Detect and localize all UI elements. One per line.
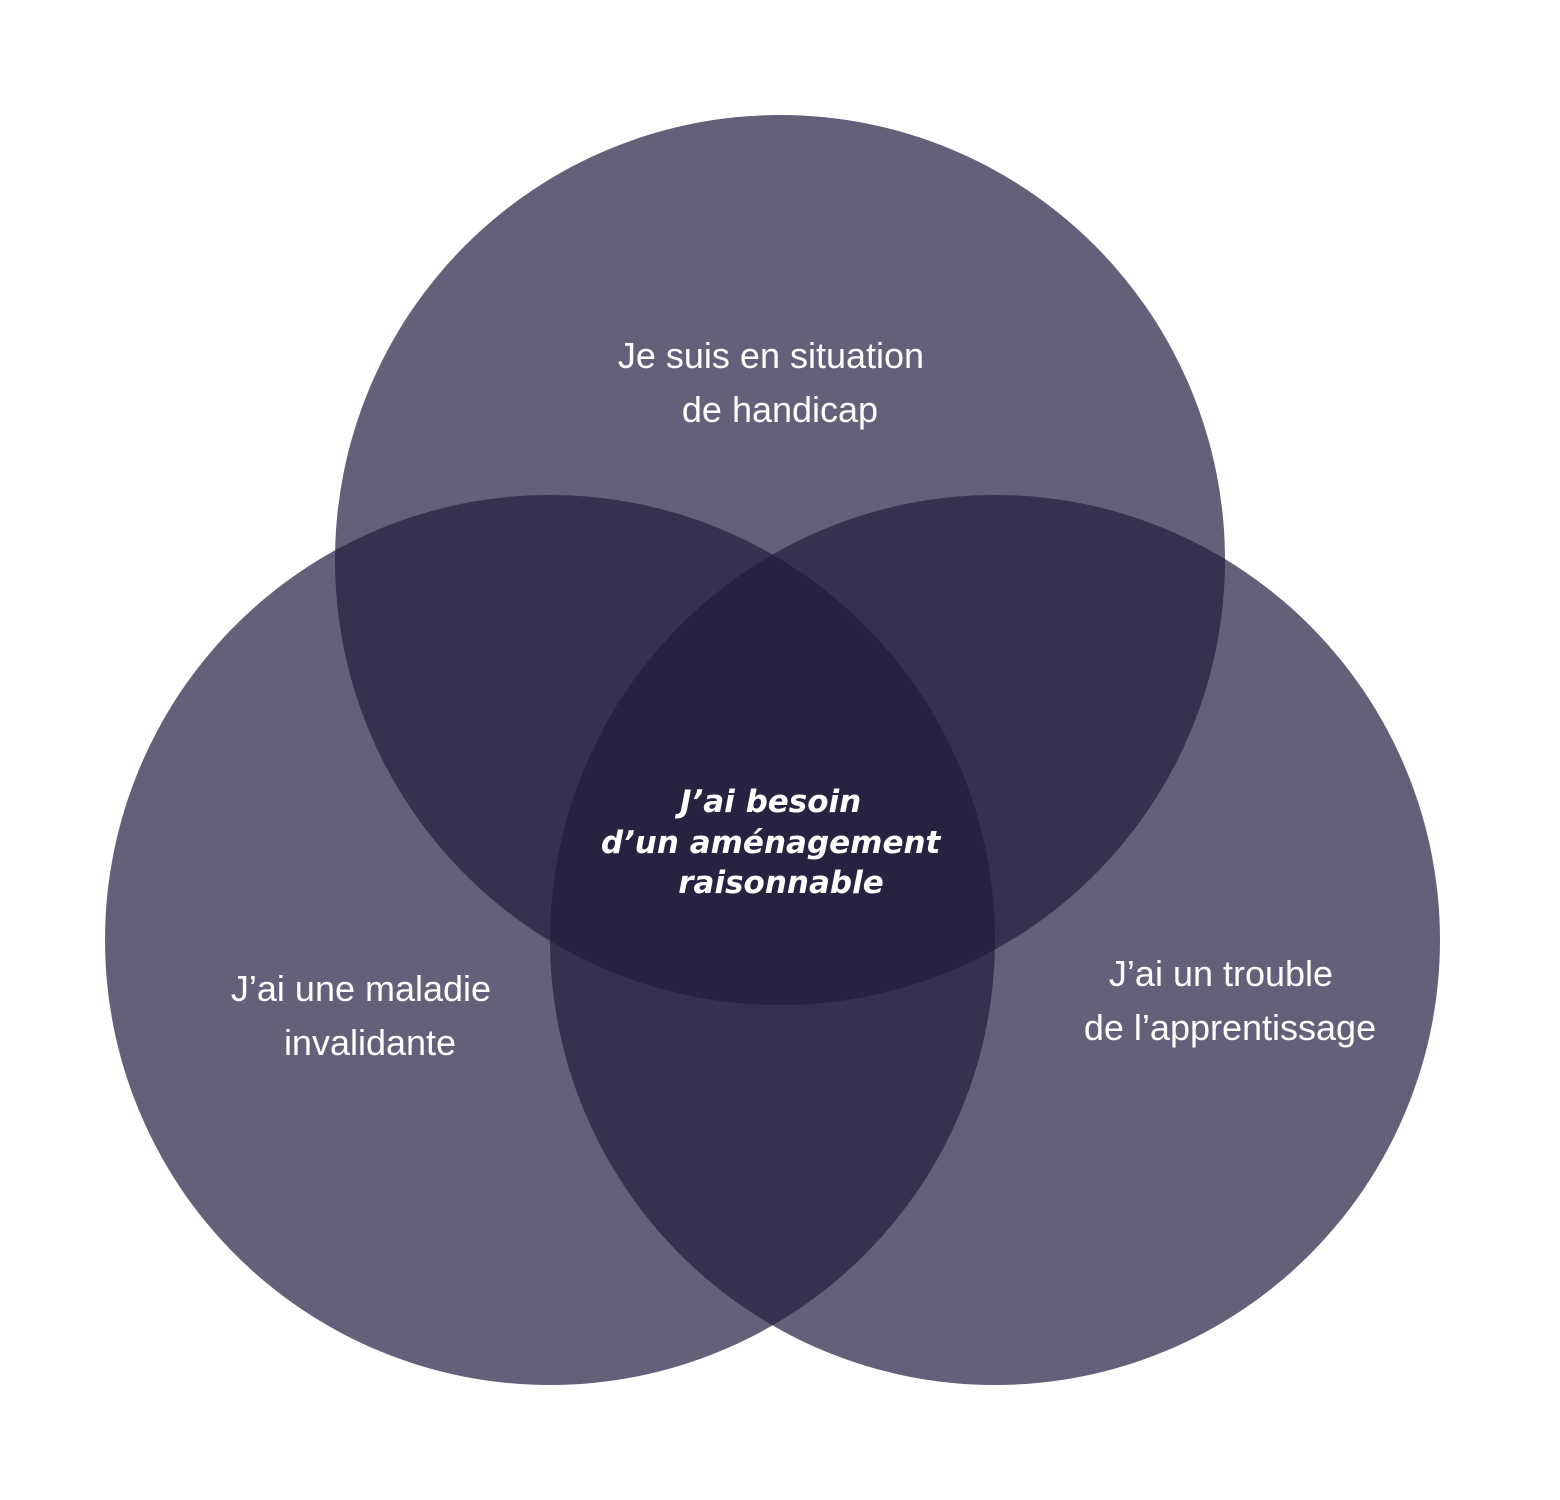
label-maladie: J’ai une maladie invalidante [231,968,501,1063]
label-maladie-line-1: J’ai une maladie [231,968,491,1009]
label-handicap-line-2: de handicap [682,389,878,430]
label-apprentissage: J’ai un trouble de l’apprentissage [1084,953,1376,1048]
label-handicap: Je suis en situation de handicap [618,335,934,430]
label-intersection-line-3: raisonnable [678,865,883,901]
label-intersection: J’ai besoin d’un aménagement raisonnable [601,784,951,901]
label-intersection-line-2: d’un aménagement [601,825,942,861]
label-intersection-line-1: J’ai besoin [674,784,861,820]
overlap-all-three [550,495,995,1005]
label-maladie-line-2: invalidante [284,1022,456,1063]
label-apprentissage-line-2: de l’apprentissage [1084,1007,1376,1048]
label-apprentissage-line-1: J’ai un trouble [1109,953,1333,994]
label-handicap-line-1: Je suis en situation [618,335,924,376]
